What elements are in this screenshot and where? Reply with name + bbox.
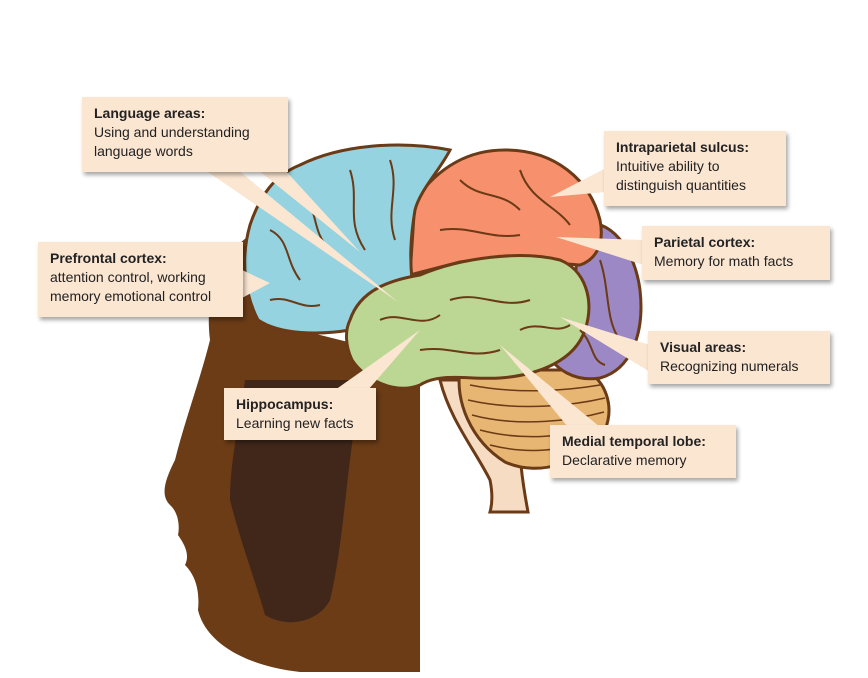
label-description: Recognizing numerals <box>660 358 799 374</box>
label-title: Prefrontal cortex: <box>50 250 167 266</box>
callout-pointers <box>205 168 650 427</box>
label-description: Learning new facts <box>236 415 354 431</box>
label-intraparietal-sulcus: Intraparietal sulcus: Intuitive ability … <box>604 131 786 206</box>
label-parietal-cortex: Parietal cortex: Memory for math facts <box>642 226 830 280</box>
label-title: Language areas: <box>94 105 206 121</box>
label-language-areas: Language areas: Using and understanding … <box>82 97 288 172</box>
label-title: Intraparietal sulcus: <box>616 139 750 155</box>
label-title: Hippocampus: <box>236 396 334 412</box>
label-visual-areas: Visual areas: Recognizing numerals <box>648 331 830 384</box>
label-medial-temporal-lobe: Medial temporal lobe: Declarative memory <box>550 425 736 478</box>
brain-folds <box>269 159 621 366</box>
label-description: Intuitive ability to distinguish quantit… <box>616 158 746 193</box>
label-description: Declarative memory <box>562 452 687 468</box>
label-title: Parietal cortex: <box>654 234 756 250</box>
neck-shadow <box>230 380 360 623</box>
label-description: Memory for math facts <box>654 253 794 269</box>
label-hippocampus: Hippocampus: Learning new facts <box>224 388 376 440</box>
label-description: attention control, working memory emotio… <box>50 269 212 304</box>
label-title: Medial temporal lobe: <box>562 433 706 449</box>
label-title: Visual areas: <box>660 339 747 355</box>
label-prefrontal-cortex: Prefrontal cortex: attention control, wo… <box>38 242 243 317</box>
label-description: Using and understanding language words <box>94 124 250 159</box>
